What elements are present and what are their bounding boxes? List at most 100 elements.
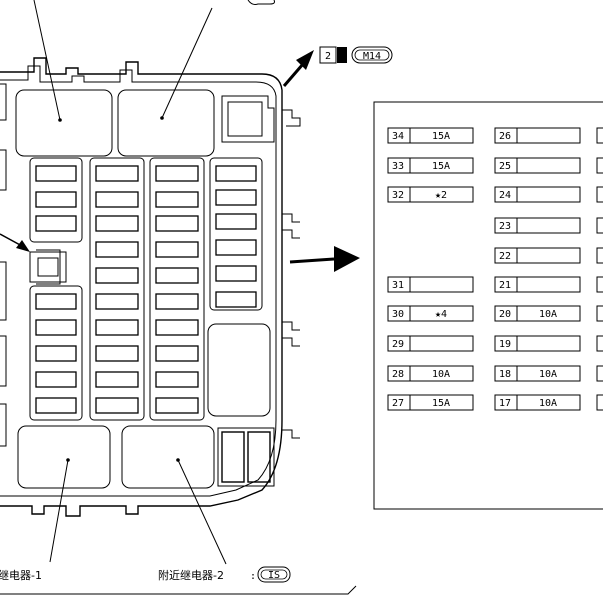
- relay-socket-top-left: [15, 89, 113, 157]
- fuse-cell: 18 10A: [494, 365, 581, 382]
- leader-line-relay-1: [49, 459, 69, 563]
- fuse-rating: ★4: [435, 309, 447, 320]
- fuse-cell: 26: [494, 127, 581, 144]
- fuse-slot: [95, 215, 139, 232]
- connector-tag: 2 M14: [319, 46, 393, 64]
- fuse-cell: 19: [494, 335, 581, 352]
- fuse-number: 33: [392, 161, 404, 172]
- connector-tag-code-box: [351, 46, 393, 64]
- fuse-cell: 17 10A: [494, 394, 581, 411]
- fuse-table-panel: [373, 101, 603, 510]
- fuse-cell: 30 ★4: [387, 305, 474, 322]
- fuse-slot: [95, 241, 139, 258]
- connector-pair-bottom: [217, 427, 275, 487]
- fuse-cell: 31: [387, 276, 474, 293]
- fuse-number: 17: [499, 398, 511, 409]
- fuse-slot: [155, 165, 199, 182]
- connector-tag-code: M14: [363, 51, 381, 62]
- fuse-slot: [155, 397, 199, 414]
- fuse-group-left-lower: [29, 285, 83, 421]
- fuse-slot: [95, 293, 139, 310]
- fuse-number: 21: [499, 280, 511, 291]
- fuse-number: 30: [392, 309, 404, 320]
- fuse-cell: 23: [494, 217, 581, 234]
- fuse-cell: 22: [494, 247, 581, 264]
- connector-socket-left: [29, 249, 67, 285]
- leader-line-top-left: [33, 0, 61, 121]
- fuse-slot: [155, 191, 199, 208]
- fuse-slot: [35, 165, 77, 182]
- fuse-group-center: [89, 157, 145, 421]
- fuse-cell: 21: [494, 276, 581, 293]
- fuse-box-outline: [0, 57, 301, 517]
- fuse-table-third-column: [596, 127, 603, 411]
- fuse-number: 28: [392, 369, 404, 380]
- fuse-slot: [215, 189, 257, 206]
- fuse-slot: [35, 345, 77, 362]
- fuse-slot: [215, 265, 257, 282]
- svg-text::: :: [250, 571, 256, 582]
- fuse-slot: [35, 215, 77, 232]
- fuse-number: 18: [499, 369, 511, 380]
- fuse-group-left-upper: [29, 157, 83, 243]
- relay-label-1: 继电器-1: [0, 569, 42, 582]
- fuse-slots: [35, 165, 257, 414]
- fuse-slot: [155, 319, 199, 336]
- fuse-slot: [215, 213, 257, 230]
- fuse-number: 34: [392, 131, 404, 142]
- fuse-number: 27: [392, 398, 404, 409]
- arrow-left-icon: [0, 233, 30, 252]
- leader-line-relay-2: [177, 459, 227, 565]
- fuse-number: 19: [499, 339, 511, 350]
- fuse-slot: [155, 345, 199, 362]
- fuse-slot: [215, 239, 257, 256]
- fuse-number: 23: [499, 221, 511, 232]
- fuse-slot: [95, 371, 139, 388]
- fuse-cell: 24: [494, 186, 581, 203]
- fuse-number: 25: [499, 161, 511, 172]
- relay-label-2: 附近继电器-2: [158, 568, 224, 582]
- fuse-slot: [95, 345, 139, 362]
- fuse-number: 24: [499, 190, 511, 201]
- fuse-slot: [35, 397, 77, 414]
- fuse-cell: 25: [494, 157, 581, 174]
- fuse-number: 31: [392, 280, 404, 291]
- fuse-cell: 29: [387, 335, 474, 352]
- fuse-number: 22: [499, 251, 511, 262]
- fuse-number: 29: [392, 339, 404, 350]
- connector-socket-top: [221, 95, 275, 143]
- fuse-slot: [95, 319, 139, 336]
- fuse-slot: [95, 267, 139, 284]
- fuse-slot: [35, 319, 77, 336]
- fuse-rating: 10A: [539, 369, 557, 380]
- bottom-tag-text: IS: [268, 570, 280, 581]
- fuse-slot: [155, 293, 199, 310]
- relay-socket-right: [207, 323, 271, 417]
- connector-tag-number: 2: [325, 51, 331, 62]
- bottom-tag: IS: [257, 566, 291, 583]
- connector-tag-number-box: [319, 46, 337, 64]
- fuse-slot: [95, 397, 139, 414]
- relay-socket-bottom-left: [17, 425, 111, 489]
- fuse-number: 26: [499, 131, 511, 142]
- fuse-rating: 10A: [539, 398, 557, 409]
- relay-socket-bottom-middle: [121, 425, 215, 489]
- fuse-slot: [35, 191, 77, 208]
- fuse-number: 32: [392, 190, 404, 201]
- fuse-group-center-right: [149, 157, 205, 421]
- leader-line-top-right: [161, 7, 213, 119]
- bottom-border-line: [0, 585, 357, 595]
- fuse-slot: [155, 371, 199, 388]
- fuse-slot: [155, 241, 199, 258]
- fuse-slot: [155, 215, 199, 232]
- arrow-to-connector-icon: [282, 50, 314, 87]
- fuse-slot: [35, 371, 77, 388]
- fuse-group-right: [209, 157, 263, 311]
